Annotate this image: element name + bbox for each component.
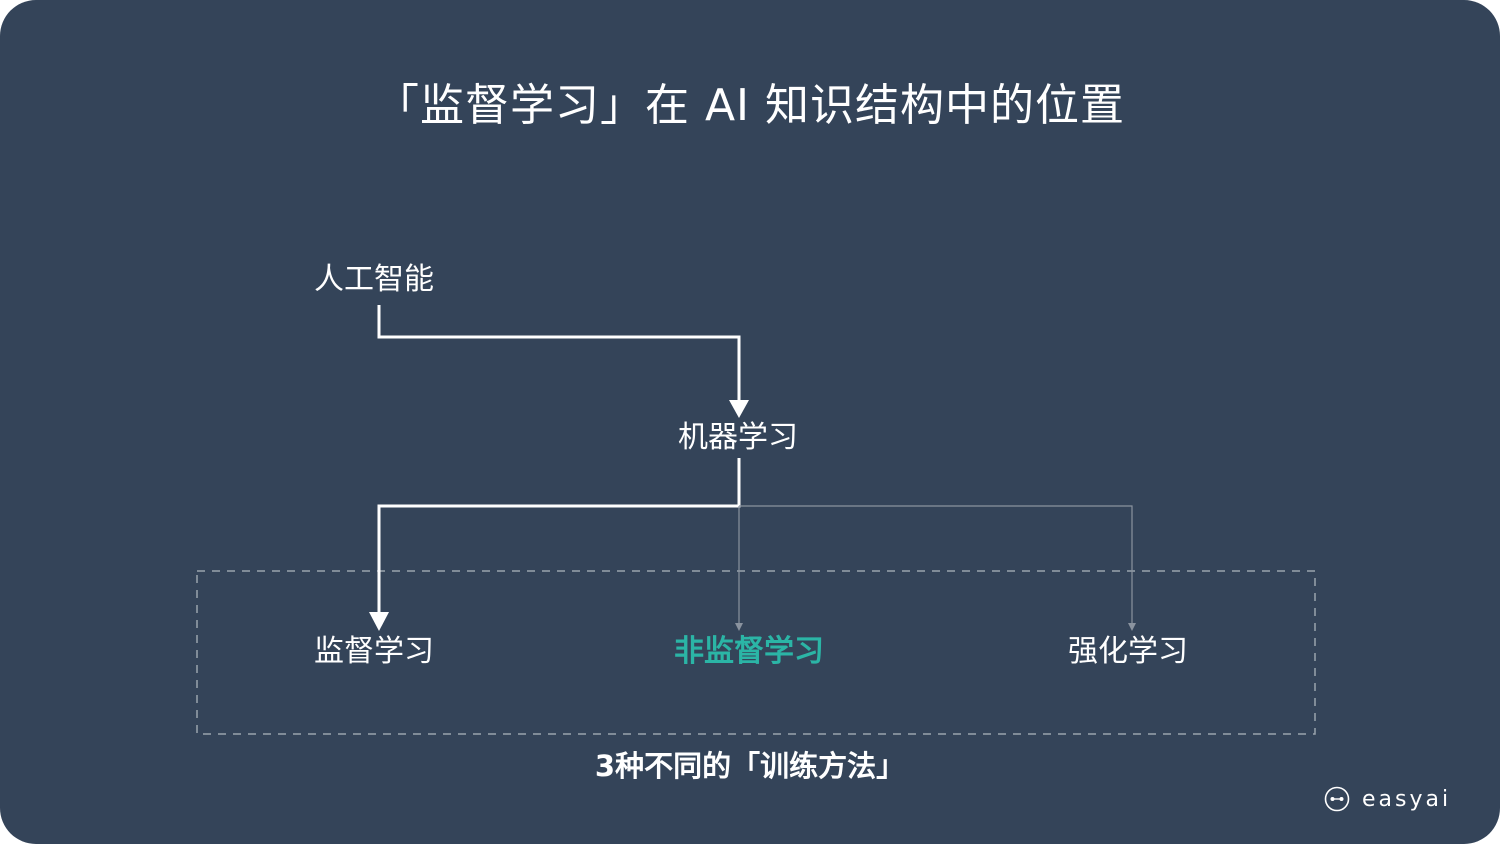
connector-ai-to-ml [377,305,741,402]
arrowhead-ml [729,400,749,418]
connector-ml-to-reinforcement [739,505,1133,624]
connector-ml-to-supervised [377,458,741,614]
node-unsupervised-learning: 非监督学习 [674,634,824,669]
brand-logo: easyai [1324,784,1451,814]
page-title: 「监督学习」在 AI 知识结构中的位置 [374,80,1126,131]
group-caption: 3种不同的「训练方法」 [594,749,906,783]
brand-name: easyai [1362,786,1452,812]
node-artificial-intelligence: 人工智能 [314,262,434,297]
node-supervised-learning: 监督学习 [314,634,434,669]
link-circle-icon [1324,786,1350,812]
node-reinforcement-learning: 强化学习 [1068,634,1188,669]
arrowhead-reinforcement [1128,623,1136,631]
arrowhead-supervised [369,612,389,631]
arrowhead-unsupervised [735,623,743,631]
node-machine-learning: 机器学习 [678,420,798,455]
training-methods-box [196,570,1316,735]
